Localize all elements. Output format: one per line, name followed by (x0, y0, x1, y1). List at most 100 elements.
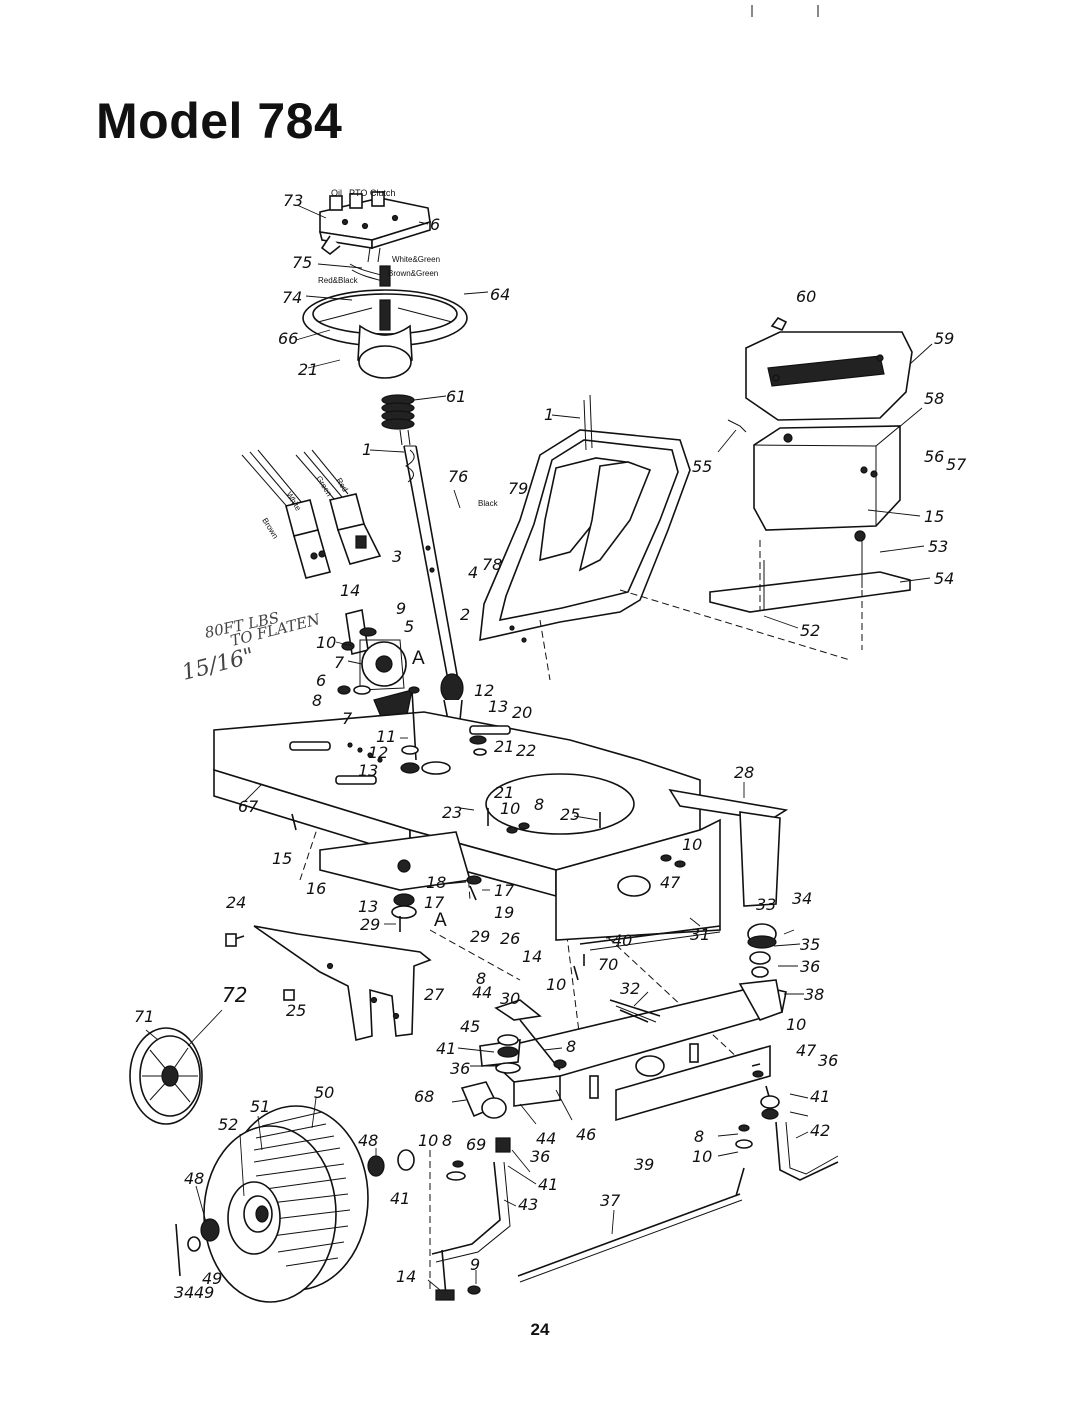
callout-10g: 10 (418, 1131, 438, 1150)
callout-8e: 8 (694, 1127, 704, 1146)
page-number: 24 (530, 1320, 550, 1339)
callout-45: 45 (460, 1017, 480, 1036)
callout-41: 41 (436, 1039, 456, 1058)
callout-36b: 36 (450, 1059, 470, 1078)
pto-clutch-label: PTO Clutch (349, 188, 395, 198)
callout-4: 4 (468, 563, 478, 582)
callout-10: 10 (316, 633, 336, 652)
callout-34b: 34 (174, 1283, 194, 1302)
margin-tick-marks (751, 5, 819, 17)
callout-14: 14 (340, 581, 360, 600)
callout-74: 74 (282, 288, 302, 307)
callout-29: 29 (360, 915, 380, 934)
callout-36c: 36 (818, 1051, 838, 1070)
callout-72: 72 (222, 983, 247, 1007)
callout-49b: 49 (194, 1283, 214, 1302)
callout-44: 44 (472, 983, 492, 1002)
callout-17: 17 (494, 881, 515, 900)
callout-a-upper: A (412, 648, 425, 669)
callout-75: 75 (292, 253, 312, 272)
callout-12b: 12 (474, 681, 494, 700)
callout-41d: 41 (538, 1175, 558, 1194)
callout-11: 11 (376, 727, 396, 746)
callout-71: 71 (134, 1007, 154, 1026)
callout-5: 5 (404, 617, 414, 636)
callout-19: 19 (494, 903, 514, 922)
callout-64: 64 (490, 285, 510, 304)
callout-47: 47 (660, 873, 681, 892)
callout-10e: 10 (786, 1015, 806, 1034)
callout-37: 37 (600, 1191, 621, 1210)
callout-48b: 48 (184, 1169, 204, 1188)
callout-10d: 10 (546, 975, 566, 994)
callout-46: 46 (576, 1125, 596, 1144)
callout-41b: 41 (810, 1087, 830, 1106)
page-title: Model 784 (96, 93, 343, 149)
callout-14c: 14 (396, 1267, 416, 1286)
wire-brown-label: Brown (260, 516, 280, 540)
callout-30: 30 (500, 989, 520, 1008)
callout-3: 3 (392, 547, 402, 566)
callout-numbers: 73 6 75 74 64 66 21 61 1 1 60 59 58 55 5… (134, 191, 967, 1302)
handwritten-fraction: 15/16" (179, 644, 256, 686)
callout-51: 51 (250, 1097, 270, 1116)
callout-1b: 1 (544, 405, 554, 424)
wire-brown-green-label: Brown&Green (388, 269, 438, 278)
wire-white-green-label: White&Green (392, 255, 440, 264)
callout-23: 23 (442, 803, 462, 822)
callout-78: 78 (482, 555, 502, 574)
callout-31: 31 (690, 925, 710, 944)
callout-7: 7 (334, 653, 345, 672)
callout-25: 25 (560, 805, 580, 824)
callout-65: 6 (430, 215, 440, 234)
callout-25b: 25 (286, 1001, 306, 1020)
callout-68: 68 (414, 1087, 434, 1106)
callout-12: 12 (368, 743, 388, 762)
callout-41c: 41 (390, 1189, 410, 1208)
callout-48: 48 (358, 1131, 378, 1150)
callout-17b: 17 (424, 893, 445, 912)
callout-2: 2 (460, 605, 470, 624)
battery-assembly (709, 316, 913, 613)
oil-label: Oil (331, 188, 342, 198)
callout-21c: 21 (494, 783, 514, 802)
callout-66: 66 (278, 329, 298, 348)
callout-34: 34 (792, 889, 812, 908)
callout-76: 76 (448, 467, 468, 486)
callout-52: 52 (800, 621, 820, 640)
callout-38: 38 (804, 985, 824, 1004)
callout-10c: 10 (682, 835, 702, 854)
front-axle (431, 923, 839, 1301)
callout-53: 53 (928, 537, 948, 556)
callout-14b: 14 (522, 947, 542, 966)
callout-6: 6 (316, 671, 326, 690)
callout-69: 69 (466, 1135, 486, 1154)
callout-40: 40 (612, 931, 632, 950)
callout-8c: 8 (476, 969, 486, 988)
callout-9: 9 (396, 599, 406, 618)
callout-60: 60 (796, 287, 816, 306)
callout-22: 22 (516, 741, 536, 760)
callout-55: 55 (692, 457, 712, 476)
callout-67: 67 (238, 797, 259, 816)
callout-24: 24 (226, 893, 246, 912)
callout-49: 49 (202, 1269, 222, 1288)
callout-59: 59 (934, 329, 954, 348)
hubcap (129, 1027, 203, 1125)
callout-54: 54 (934, 569, 954, 588)
callout-47b: 47 (796, 1041, 817, 1060)
callout-52b: 52 (218, 1115, 238, 1134)
main-frame (213, 711, 789, 941)
callout-29b: 29 (470, 927, 490, 946)
callout-36: 36 (800, 957, 820, 976)
wire-harness (241, 263, 391, 579)
leader-lines (145, 204, 933, 1291)
wire-green-label: Green (314, 474, 333, 498)
callout-57: 57 (946, 455, 967, 474)
callout-10f: 10 (692, 1147, 712, 1166)
callout-20: 20 (512, 703, 532, 722)
callout-16: 16 (306, 879, 326, 898)
callout-56: 56 (924, 447, 944, 466)
callout-13c: 13 (358, 897, 378, 916)
callout-9b: 9 (470, 1255, 480, 1274)
